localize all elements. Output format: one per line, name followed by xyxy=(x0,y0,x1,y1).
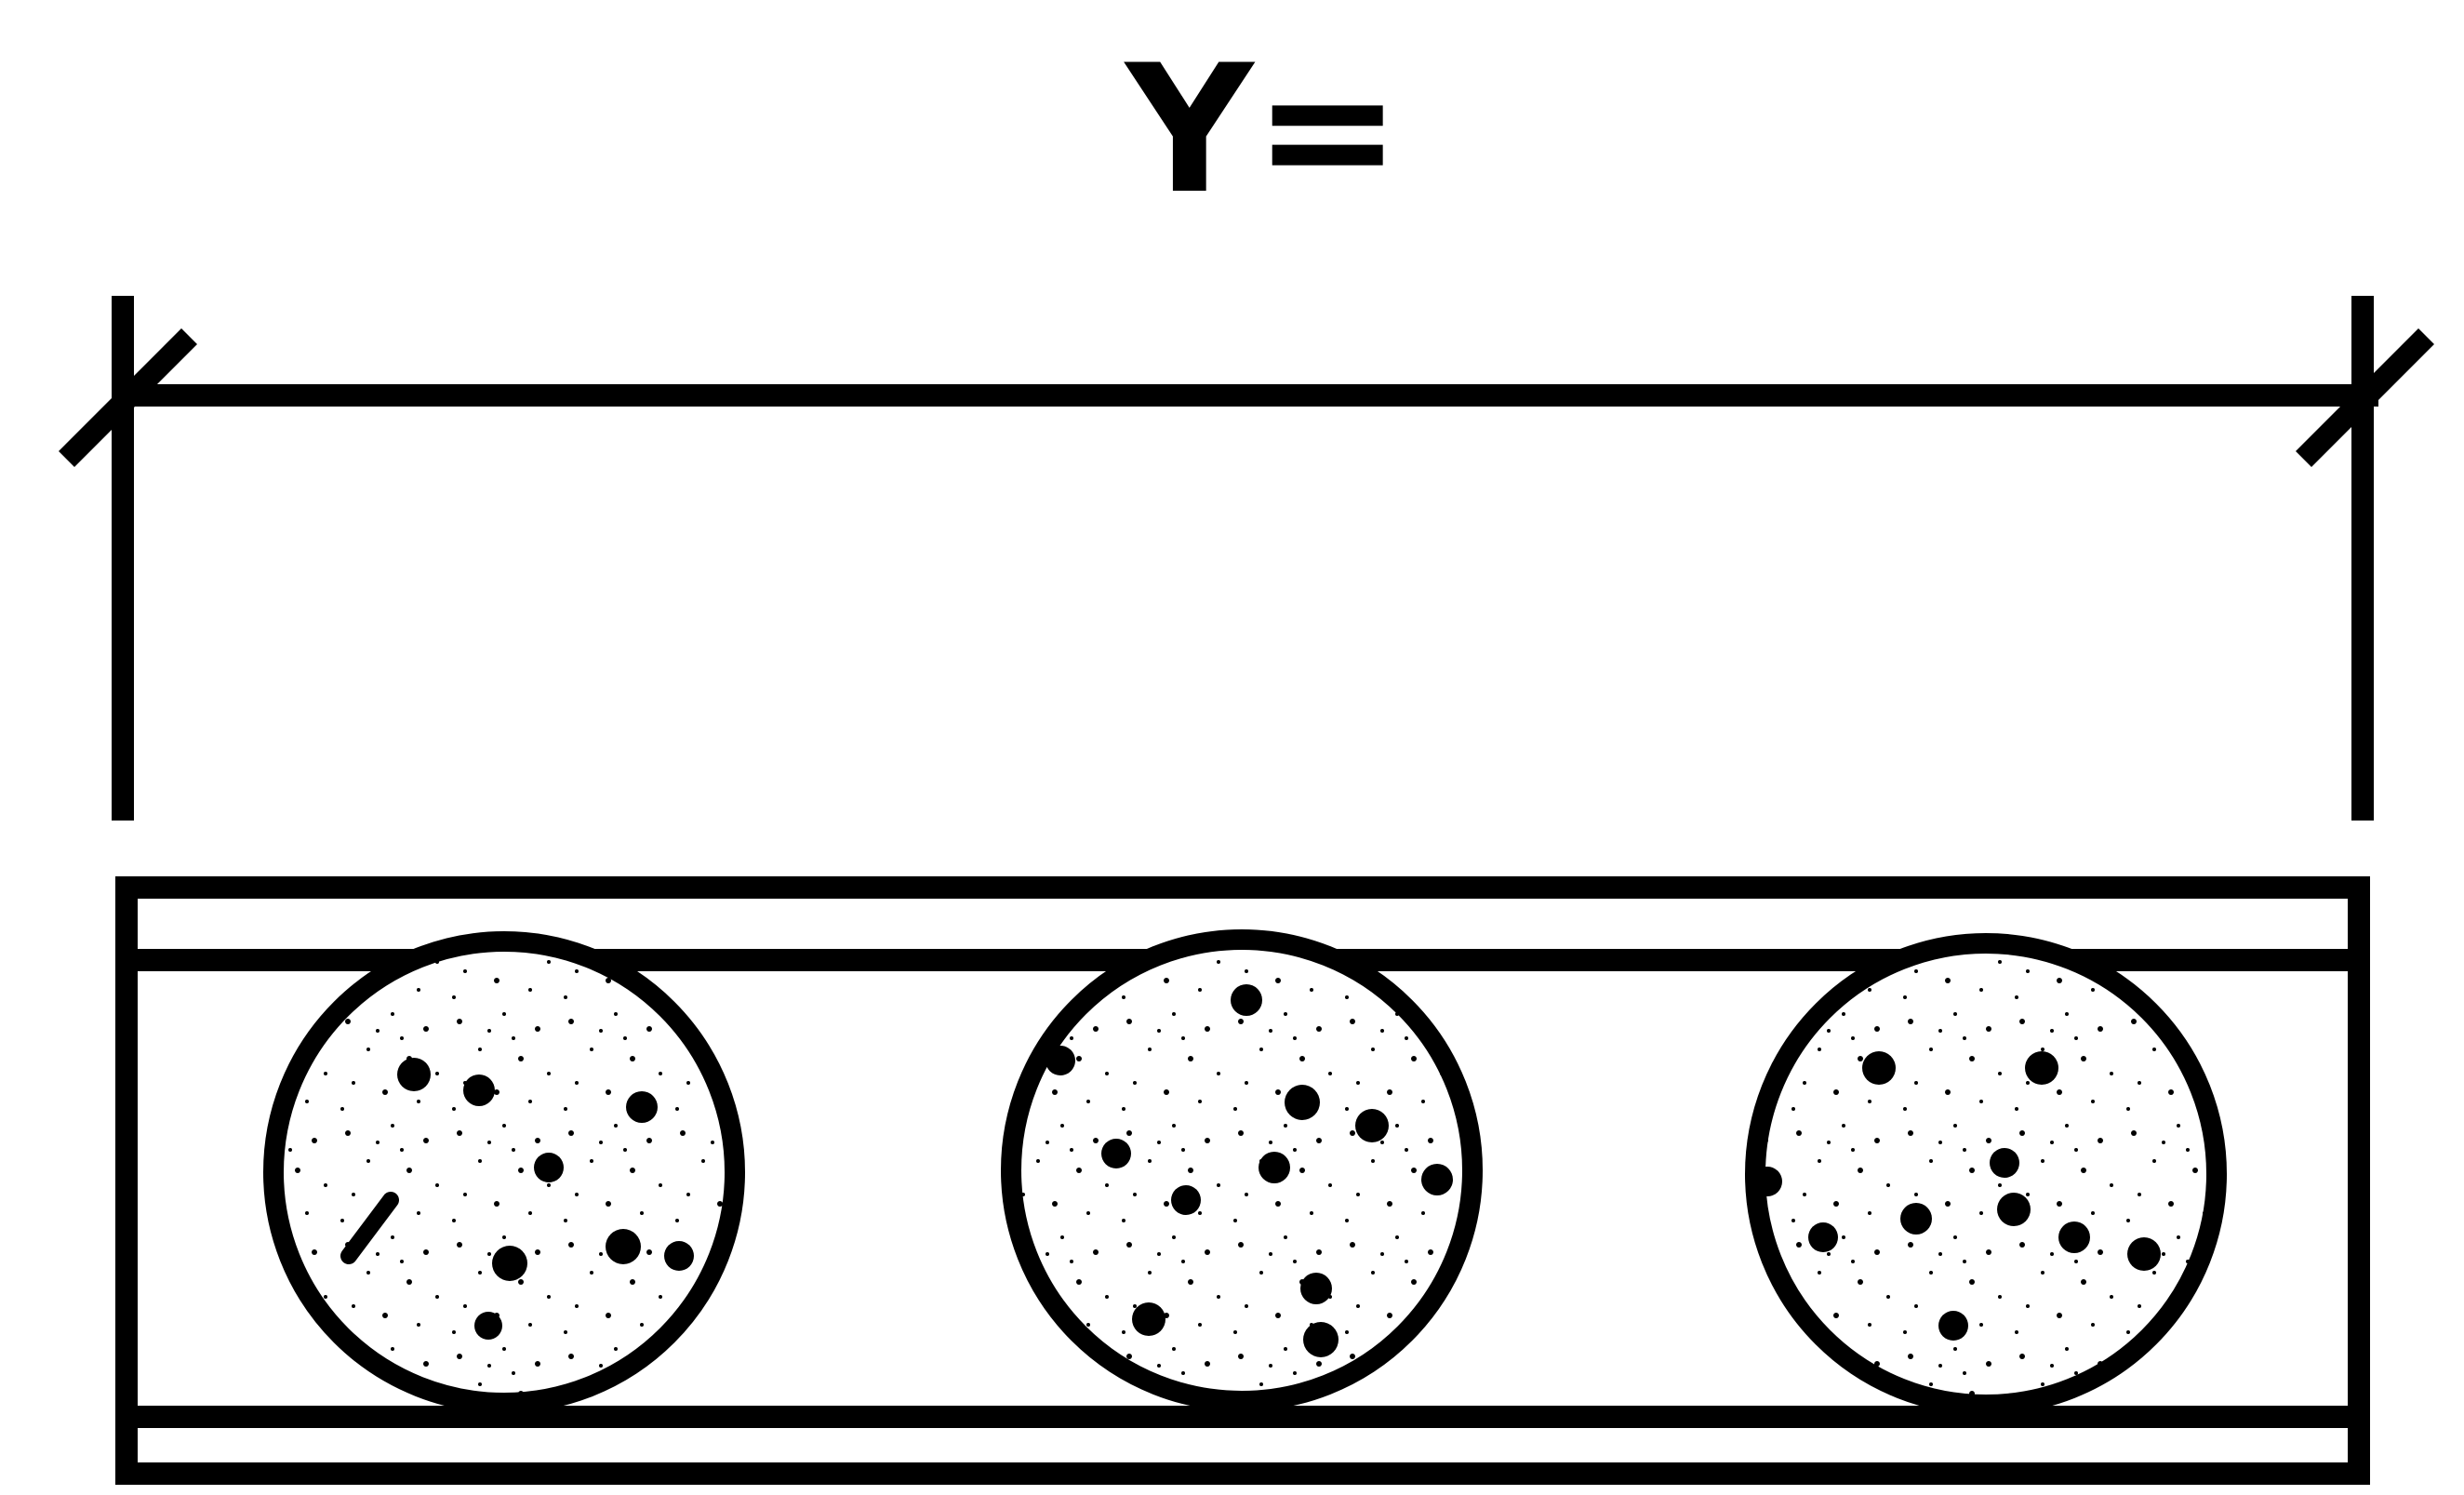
pipe-3-fleck xyxy=(1900,1203,1932,1235)
pipe-2-fleck xyxy=(1303,1322,1339,1357)
pipe-2-fleck xyxy=(1132,1302,1165,1336)
tick-mark-left xyxy=(59,328,197,467)
pipe-2-fleck xyxy=(1421,1164,1453,1195)
pipe-3 xyxy=(1745,933,2227,1415)
pipe-1-fleck xyxy=(626,1091,658,1123)
pipe-2-body xyxy=(1001,929,1483,1411)
pipe-2-fleck xyxy=(1300,1273,1332,1304)
pipe-2-fleck xyxy=(1046,1046,1075,1075)
tick-mark-right xyxy=(2296,328,2434,467)
pipe-3-body xyxy=(1745,933,2227,1415)
pipe-1-body xyxy=(263,931,745,1413)
pipe-3-fleck xyxy=(1752,1167,1782,1196)
pipe-2 xyxy=(1001,929,1483,1411)
pipe-3-fleck xyxy=(1990,1148,2019,1178)
pipe-1-fleck xyxy=(606,1229,641,1264)
pipe-3-fleck xyxy=(1808,1222,1838,1252)
slab-outline xyxy=(115,876,2370,1485)
pipe-2-fleck xyxy=(1231,984,1262,1016)
pipe-2-fleck xyxy=(1259,1152,1290,1183)
dimension-line-group xyxy=(59,296,2434,821)
pipe-2-fleck xyxy=(1285,1085,1320,1120)
pipe-1-fleck xyxy=(492,1246,527,1281)
pipe-1-fleck xyxy=(474,1312,502,1340)
pipe-2-fleck xyxy=(1101,1139,1131,1168)
pipe-group xyxy=(263,929,2227,1415)
pipe-1-fleck xyxy=(397,1058,431,1091)
pipe-2-fleck xyxy=(1355,1109,1389,1142)
pipe-1-fleck xyxy=(664,1241,694,1271)
pipe-3-fleck xyxy=(2127,1237,2161,1271)
pipe-3-fleck xyxy=(1997,1193,2031,1226)
pipe-3-fleck xyxy=(2025,1051,2058,1085)
pipe-1-streak xyxy=(340,1192,399,1264)
dimension-label: Y= xyxy=(1124,27,1402,233)
pipe-3-fleck xyxy=(1938,1311,1968,1341)
pipe-2-fleck xyxy=(1171,1185,1201,1215)
pipe-3-fleck xyxy=(1862,1051,1896,1085)
pipe-3-fleck xyxy=(2058,1221,2090,1253)
pipe-1 xyxy=(263,931,745,1413)
pipe-1-fleck xyxy=(534,1153,564,1182)
pipe-1-fleck xyxy=(463,1075,495,1106)
